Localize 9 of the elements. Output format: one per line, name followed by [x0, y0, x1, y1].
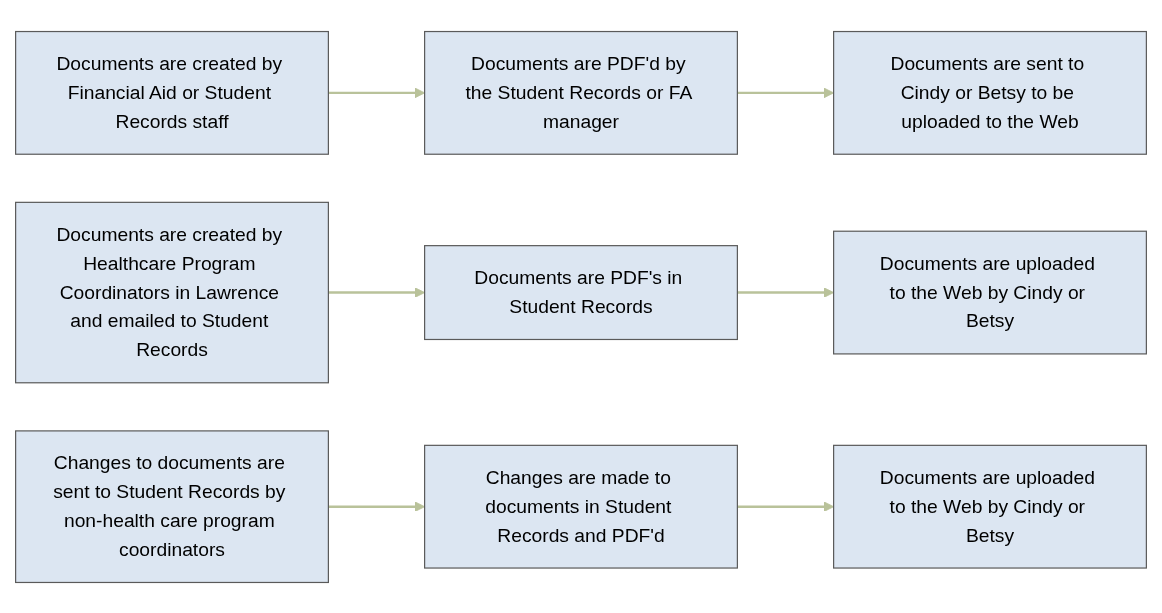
node-box: Documents are created by Healthcare Program Coordinators in Lawrence and emailed to Student Records — [15, 201, 329, 383]
node-box: Documents are created by Financial Aid or Student Records staff — [15, 30, 329, 155]
node-box: Changes to documents are sent to Student Records by non-health care program coordinators — [15, 429, 329, 583]
node-box: Changes are made to documents in Student Records and PDF'd — [424, 444, 738, 569]
node-box: Documents are PDF'd by the Student Records or FA manager — [424, 30, 738, 155]
node-box: Documents are PDF's in Student Records — [424, 244, 738, 340]
node-box: Documents are uploaded to the Web by Cindy or Betsy — [833, 230, 1147, 354]
node-box: Documents are sent to Cindy or Betsy to be uploaded to the Web — [833, 30, 1147, 155]
node-box: Documents are uploaded to the Web by Cindy or Betsy — [833, 444, 1147, 569]
